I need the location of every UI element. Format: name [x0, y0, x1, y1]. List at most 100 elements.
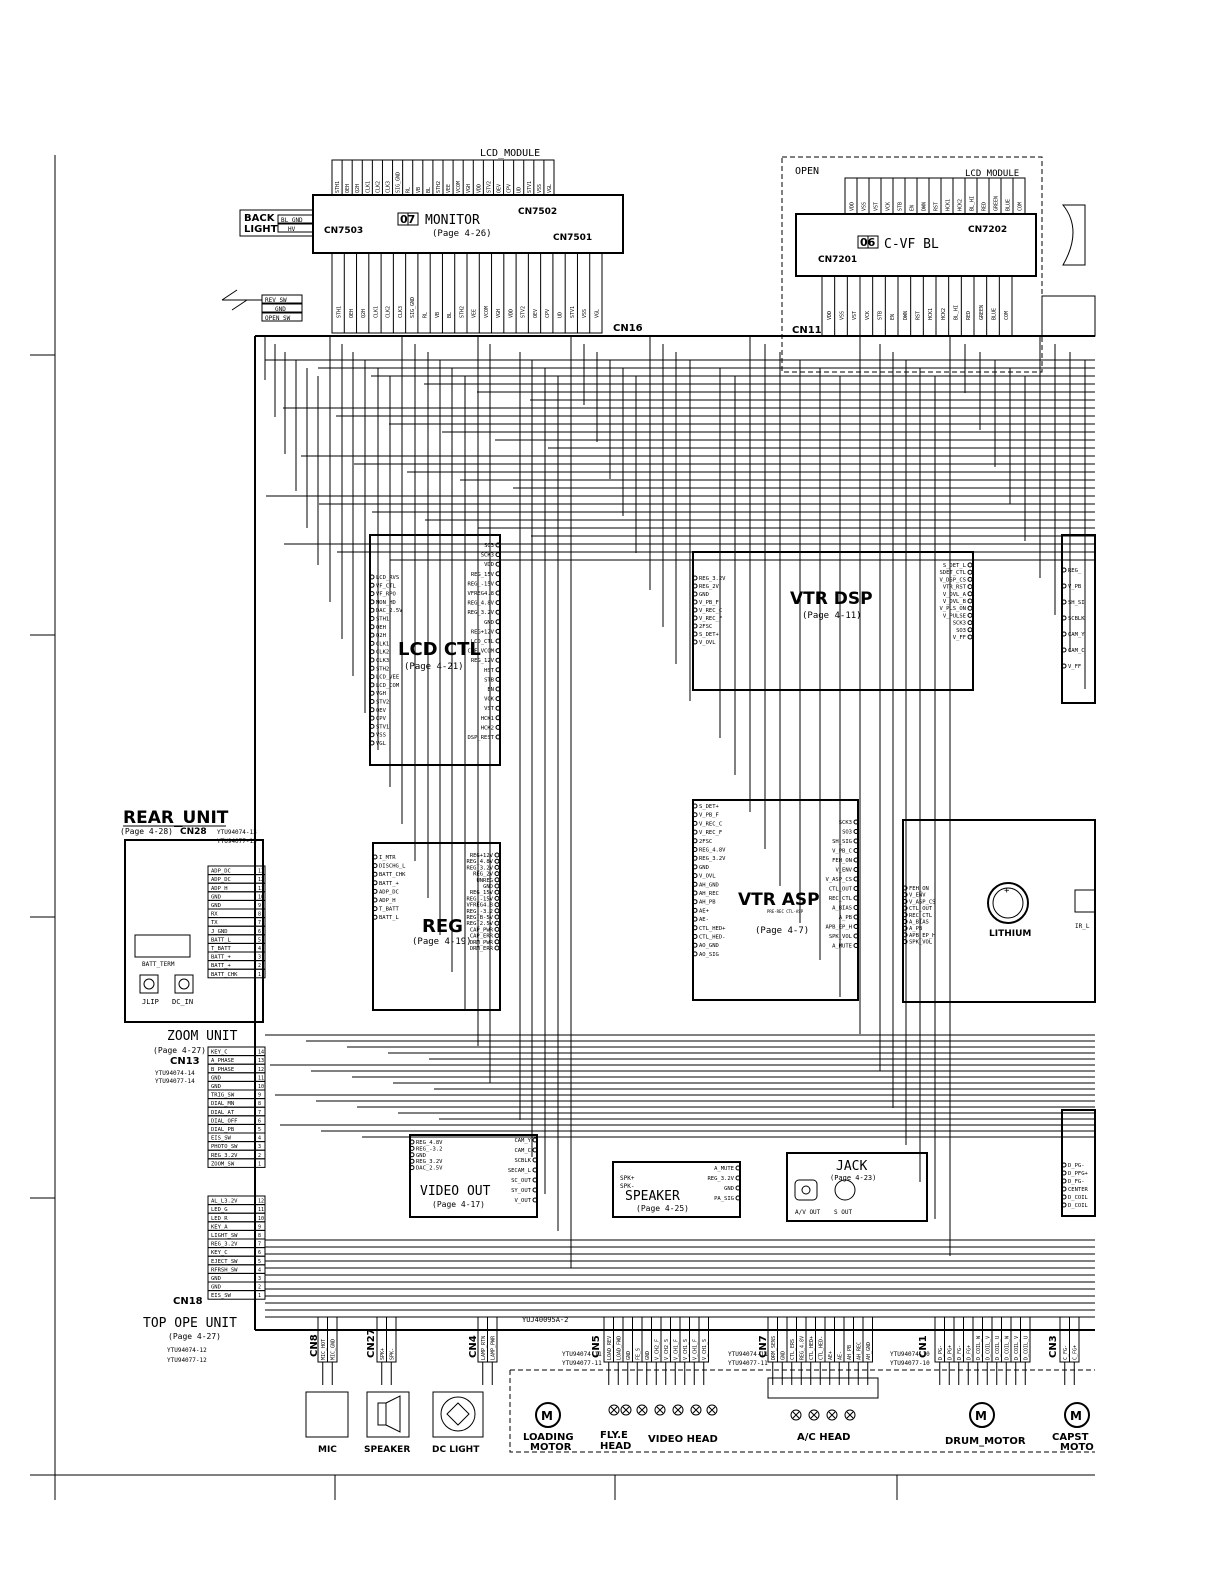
head-coil-mark — [708, 1406, 716, 1414]
reg-right-pin: UNREG — [476, 878, 493, 884]
lcd-ctl-left-pin-node — [369, 674, 375, 680]
vtr-dsp-right-pin: V_PULSE — [943, 613, 966, 619]
rear-unit-pin-number: 1 — [258, 972, 261, 978]
monitor-pin-label: STV1 — [570, 306, 576, 318]
syscon-left-pin: REC_CTL — [909, 913, 933, 919]
jack-block: JACK (Page 4-23) A/V OUT S OUT — [786, 1152, 928, 1222]
reg-right-pin-node — [494, 858, 500, 864]
reg-box — [372, 842, 501, 1011]
rear-unit-pin: BATT_+ — [211, 963, 232, 969]
zoom-unit-pin: EIS_SW — [211, 1136, 232, 1142]
lcd-ctl-right-pins: SO3SCK3VDDREG_15VREG_-15VVFREG4.8REG_4.8… — [468, 542, 501, 741]
cn5-part-b: YTU94077-11 — [562, 1360, 602, 1367]
vtr-asp-left-pin: CTL_HED+ — [699, 926, 726, 932]
syscon-left-pin-node — [902, 919, 908, 924]
monitor-pin-label: VDD — [508, 309, 514, 318]
syscon-left-pin: V_ENV — [909, 893, 926, 899]
cn18-part-a: YTU94074-12 — [167, 1347, 207, 1354]
reg-left-pin-node — [372, 854, 378, 860]
head-coil-icon — [608, 1404, 620, 1416]
right-edge-connector — [1041, 295, 1096, 337]
speaker-title: SPEAKER — [625, 1189, 680, 1204]
lcd-ctl-left-pin-node — [369, 624, 375, 630]
head-coil-mark — [622, 1406, 630, 1414]
lcd-ctl-left-pins: LCD_RVSVF_CTLVF_RPOMON_HDDAC_2.5VSTH1OEH… — [369, 574, 403, 747]
lcd-ctl-left-pin: VGL — [376, 741, 387, 747]
vtr-asp-right-pin-node — [853, 838, 859, 844]
cvf-pin-label: HCK1 — [945, 199, 951, 211]
monitor-pin-label: VGH — [496, 309, 502, 318]
vtr-asp-left-pin: AH_PB — [699, 900, 716, 906]
lcd-ctl-right-pin-node — [495, 715, 501, 721]
vtr-dsp-right-pin: V_OVL_A — [943, 592, 967, 598]
vtr-dsp-left-pin: 2FSC — [699, 624, 712, 630]
cvf-bottom-pin-label: BLUE — [992, 308, 998, 320]
video-out-right-pin: SY_OUT — [511, 1188, 532, 1194]
cn11-label: CN11 — [792, 325, 822, 336]
syscon-left-pin-node — [902, 939, 908, 945]
cn7-pin: AH_GND — [866, 1342, 872, 1360]
zoom-unit-pin: TRIG_SW — [211, 1093, 235, 1099]
back-light-label-2: LIGHT — [244, 224, 278, 235]
zoom-unit-pin: KEY_C — [211, 1050, 228, 1056]
lcd-ctl-right-pin-node — [495, 609, 501, 615]
syscon-left-pin-node — [902, 932, 908, 938]
reg-left-pin: DISCHG_L — [379, 864, 406, 870]
rear-unit-pin-number: 9 — [258, 903, 261, 909]
routing-wires — [264, 336, 1095, 1318]
ac-head-coil-icon — [790, 1409, 802, 1421]
vtr-asp-left-pin: AH_GND — [699, 882, 719, 888]
cn5-pin: GND — [626, 1351, 632, 1360]
vtr-asp-left-pin-node — [692, 855, 698, 861]
vtr-asp-right-pin: SCK3 — [839, 820, 852, 826]
monitor-pin-label: VEE — [472, 309, 478, 318]
reg-left-pin: BATT_CHK — [379, 872, 406, 878]
video-out-title: VIDEO OUT — [420, 1184, 491, 1199]
right-partial-pin: CAM_C — [1068, 648, 1085, 654]
rear-unit-pin-number: 5 — [258, 937, 261, 943]
cn5-part-a: YTU94074-11 — [562, 1351, 602, 1358]
video-out-left-pin: REG_4.8V — [416, 1140, 443, 1146]
lcd-ctl-right-pin-node — [495, 724, 501, 730]
zoom-unit-pin-number: 6 — [258, 1118, 261, 1124]
hv-text: HV — [288, 226, 296, 233]
vtr-asp-left-pin-node — [692, 899, 698, 905]
open-label: OPEN — [795, 166, 819, 177]
switch-group: REV_SW GND OPEN_SW — [221, 289, 303, 322]
lcd-ctl-right-pin: EN — [487, 687, 494, 693]
bl-gnd-pin — [277, 214, 314, 224]
right-partial-pin: SH_SI — [1068, 600, 1085, 606]
vtr-asp-right-pin: FEH_ON — [832, 858, 852, 864]
cn7-pin: AH_PB — [847, 1345, 853, 1360]
monitor-board-number-box — [407, 212, 419, 226]
lcd-module-pin-label: UD — [517, 187, 523, 193]
video-out-left-pin-node — [409, 1145, 415, 1151]
video-out-right-pin: V_OUT — [514, 1198, 531, 1204]
vtr-asp-left-pin: 2FSC — [699, 839, 712, 845]
cn7502-label: CN7502 — [518, 207, 557, 217]
back-light-label-1: BACK — [244, 213, 276, 224]
vtr-asp-right-pin: SH_SIG — [832, 839, 852, 845]
lcd-ctl-left-pin-node — [369, 632, 375, 638]
vtr-dsp-left-pin: GND — [699, 592, 709, 598]
cvf-bottom-pin-label: HCK1 — [928, 308, 934, 320]
lcd-ctl-right-pin: VDD — [484, 562, 494, 568]
rear-unit-pin-number: 11 — [258, 886, 264, 892]
lcd-ctl-right-pin: HST — [484, 668, 495, 674]
lcd-ctl-left-pin: DAC_2.5V — [376, 608, 403, 614]
cvf-bottom-pin-label: VCK — [865, 311, 871, 320]
vtr-asp-right-pin: V_ASP_CS — [826, 877, 853, 883]
cvf-bottom-pin-label: GREEN — [979, 305, 985, 320]
ac-head-coil-icon — [808, 1409, 820, 1421]
lcd-ctl-left-pin: VGH — [376, 691, 386, 697]
vtr-dsp-left-pin: V_PB_F — [699, 600, 719, 606]
vtr-asp-right-pin-node — [853, 943, 859, 948]
rev-sw-pin — [261, 294, 303, 304]
cvf-pin-label: VDD — [849, 202, 855, 211]
vtr-asp-left-pin: AH_REC — [699, 891, 719, 897]
video-out-left-pin: DAC_2.5V — [416, 1166, 443, 1172]
reg-right-pin: DRM_ERR — [470, 946, 494, 952]
s-out-label: S OUT — [834, 1209, 852, 1216]
